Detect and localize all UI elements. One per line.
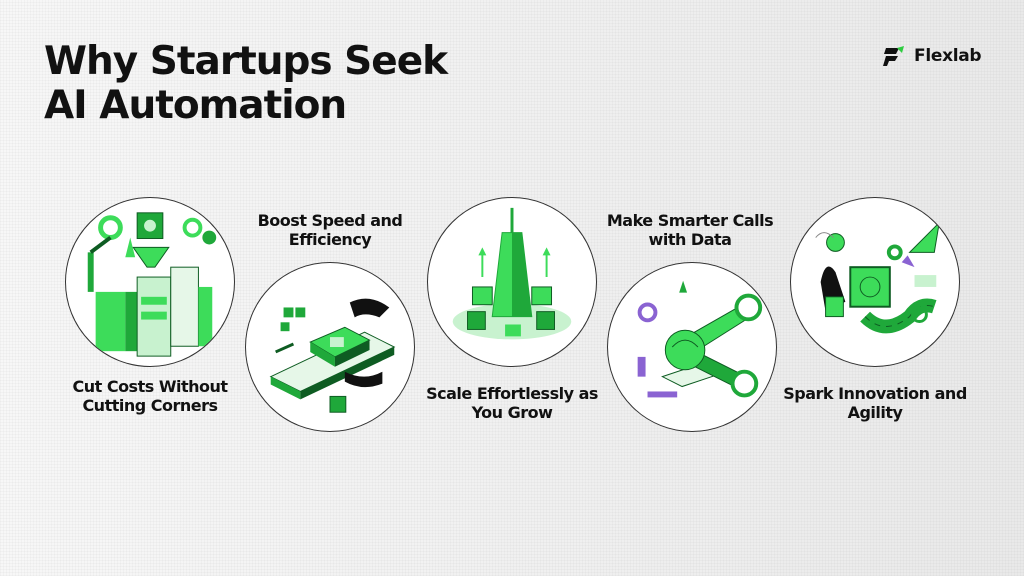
card-1-label: Cut Costs Without Cutting Corners xyxy=(72,377,228,415)
card-3-illustration xyxy=(427,197,597,367)
card-3-label: Scale Effortlessly as You Grow xyxy=(426,384,598,422)
card-2-label: Boost Speed and Efficiency xyxy=(257,211,403,249)
card-4-label: Make Smarter Calls with Data xyxy=(606,211,774,249)
brand-name: Flexlab xyxy=(914,46,982,66)
brand-logo: Flexlab xyxy=(882,44,982,68)
card-5-label: Spark Innovation and Agility xyxy=(783,384,967,422)
brain-data-megaphone-illustration xyxy=(637,280,763,398)
card-1-illustration xyxy=(65,197,235,367)
card-4-illustration xyxy=(607,262,777,432)
flexlab-logo-icon xyxy=(882,44,906,68)
rocket-chip-innovation-illustration xyxy=(815,221,940,334)
green-tower-scaling-illustration xyxy=(452,207,572,340)
card-2-illustration xyxy=(245,262,415,432)
conveyor-chip-illustration xyxy=(269,298,396,413)
card-5-illustration xyxy=(790,197,960,367)
city-funnel-cost-illustration xyxy=(87,212,217,357)
page-title: Why Startups Seek AI Automation xyxy=(44,39,448,128)
